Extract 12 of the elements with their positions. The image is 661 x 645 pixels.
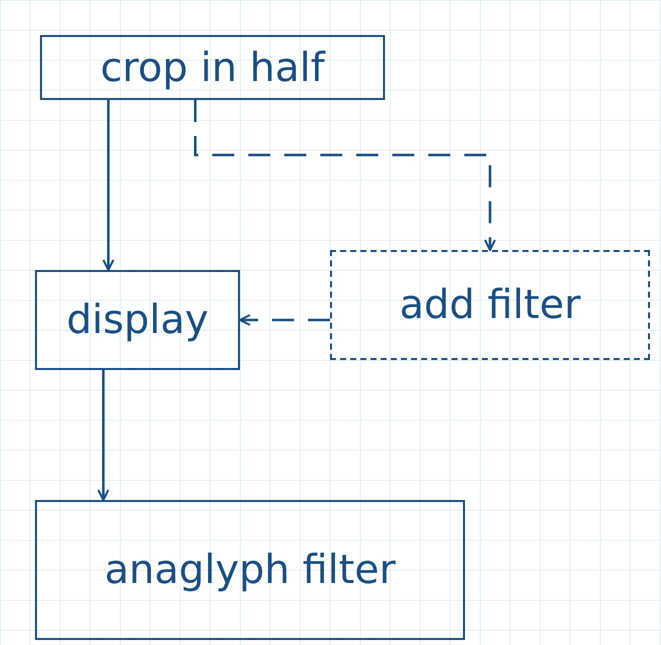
arrow [194,100,496,251]
arrow [97,370,110,501]
process-box [35,270,240,370]
arrow [239,314,330,326]
arrow [102,100,114,271]
node-text: display [66,297,209,343]
process-box [35,500,465,640]
node-text: add filter [399,282,581,328]
node-text: crop in half [100,44,325,90]
dashed-box [330,250,650,360]
process-box [40,35,385,100]
node-text: anaglyph filter [104,547,396,593]
